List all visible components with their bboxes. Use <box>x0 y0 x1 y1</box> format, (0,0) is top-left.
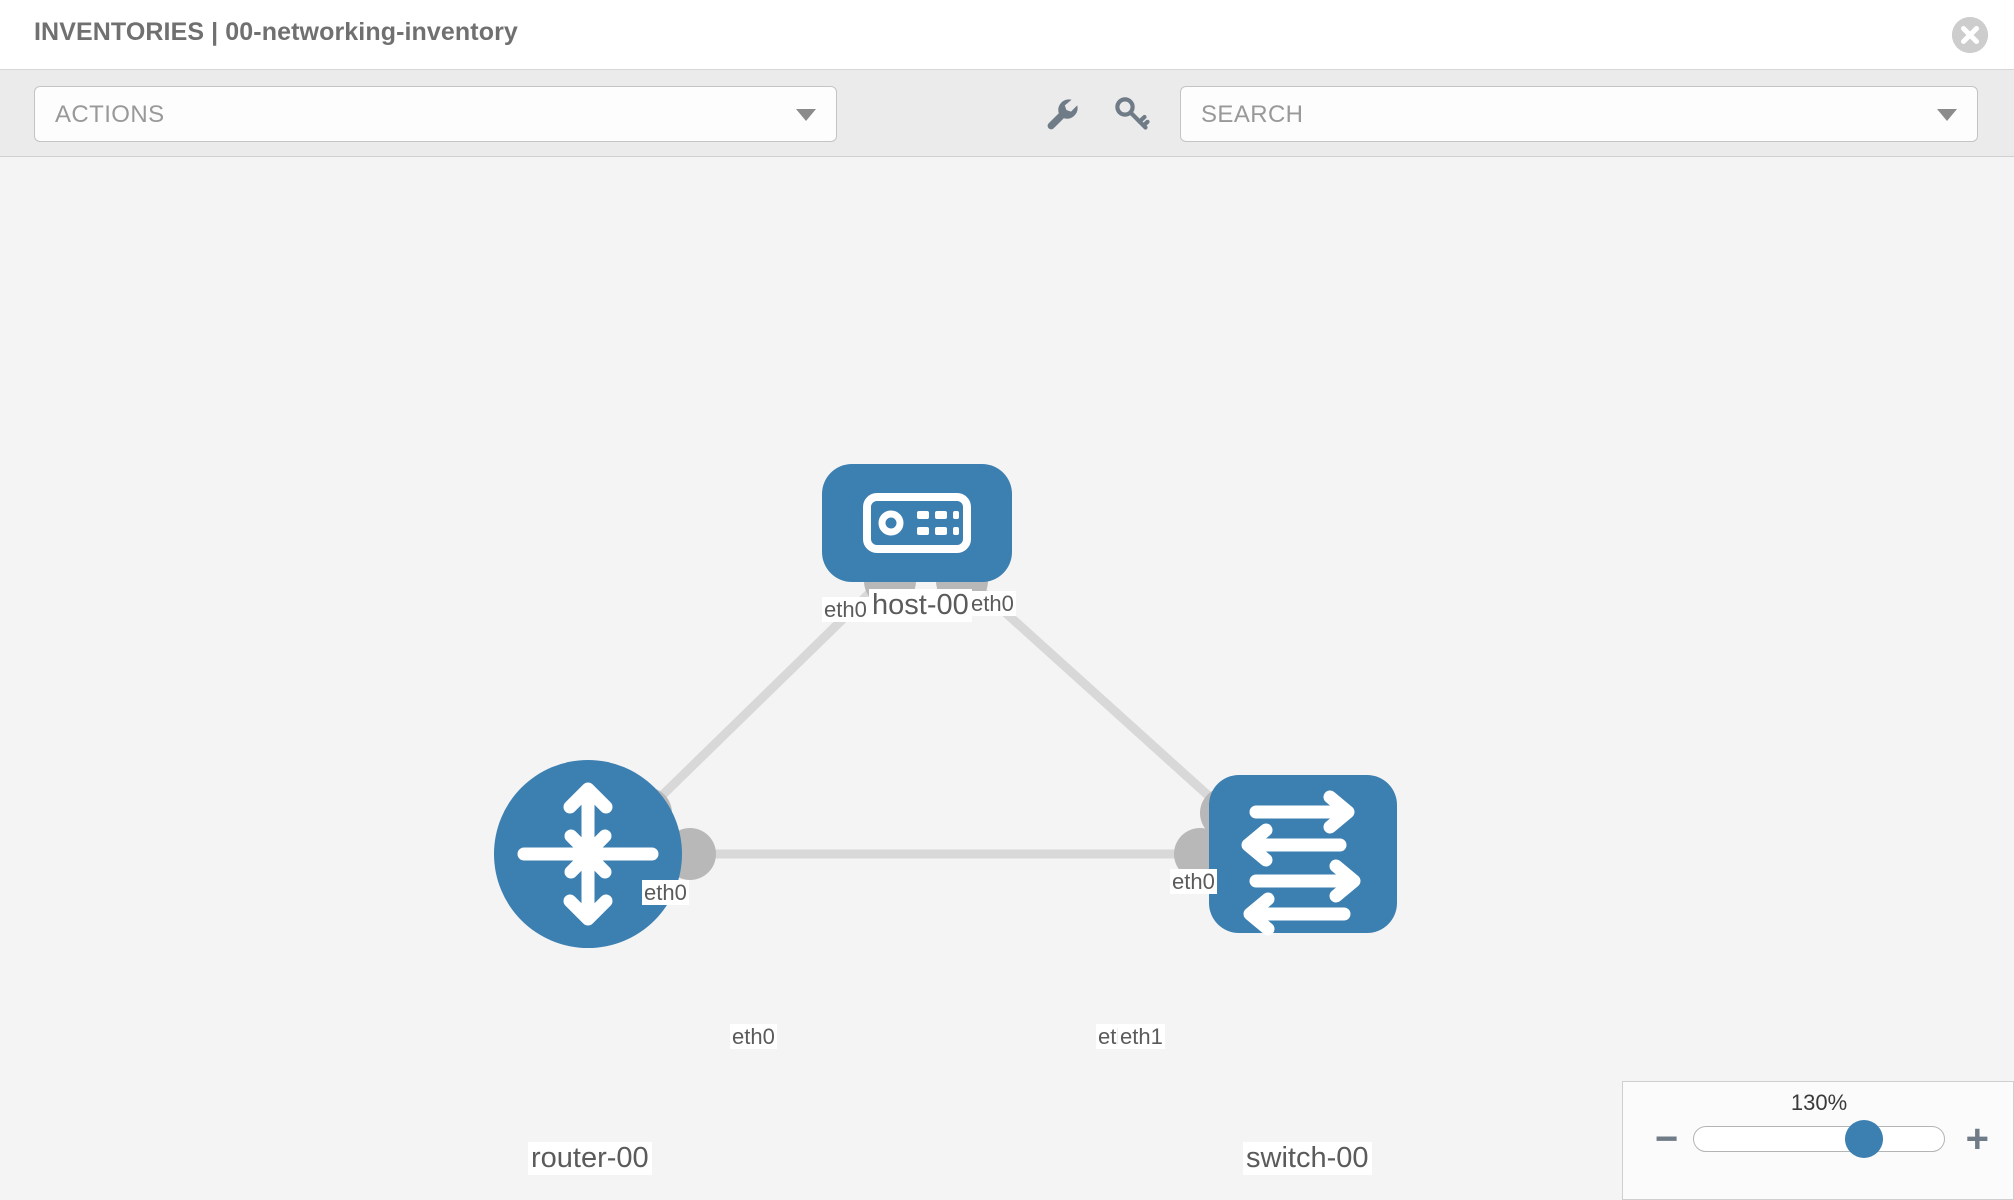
search-placeholder: SEARCH <box>1201 101 1304 128</box>
edge-host-switch <box>961 572 1237 822</box>
key-icon[interactable] <box>1110 92 1154 136</box>
switch-arrows-icon <box>1241 790 1361 936</box>
node-switch-00[interactable] <box>1209 775 1397 936</box>
edge-label: eth0 <box>969 591 1016 617</box>
chevron-down-icon <box>796 109 816 121</box>
zoom-level-label: 130% <box>1790 1090 1848 1115</box>
close-icon[interactable] <box>1952 17 1988 53</box>
server-icon <box>863 493 971 553</box>
router-arrows-icon <box>517 782 659 926</box>
search-input[interactable]: SEARCH <box>1180 86 1978 142</box>
topology-canvas[interactable]: eth0 eth0 eth0 eth0 eth0 eth0 eth1 host-… <box>0 157 2014 1200</box>
node-label-switch-00: switch-00 <box>1243 1142 1372 1176</box>
title-bar: INVENTORIES | 00-networking-inventory <box>0 0 2014 70</box>
plus-icon[interactable]: + <box>1965 1117 1989 1161</box>
edge-label: eth0 <box>1170 869 1217 895</box>
zoom-control: 130% − + <box>1622 1081 2014 1200</box>
toolbar: ACTIONS SEARCH <box>0 70 2014 157</box>
wrench-icon[interactable] <box>1040 92 1084 136</box>
node-label-router-00: router-00 <box>528 1142 652 1176</box>
chevron-down-icon[interactable] <box>1937 109 1957 121</box>
node-label-host-00: host-00 <box>869 589 972 623</box>
edge-label: eth0 <box>642 880 689 906</box>
actions-dropdown[interactable]: ACTIONS <box>34 86 837 142</box>
actions-dropdown-label: ACTIONS <box>55 101 165 128</box>
zoom-slider-handle[interactable] <box>1845 1120 1883 1158</box>
minus-icon[interactable]: − <box>1655 1117 1679 1161</box>
node-host-00[interactable] <box>822 464 1012 582</box>
edge-label: eth0 <box>730 1024 777 1050</box>
edge-label: eth0 <box>822 597 869 623</box>
zoom-slider-track[interactable] <box>1693 1120 1945 1158</box>
node-router-00[interactable] <box>494 760 682 948</box>
topology-graph <box>494 464 1397 948</box>
breadcrumb: INVENTORIES | 00-networking-inventory <box>34 18 518 46</box>
edge-label: eth1 <box>1118 1024 1165 1050</box>
